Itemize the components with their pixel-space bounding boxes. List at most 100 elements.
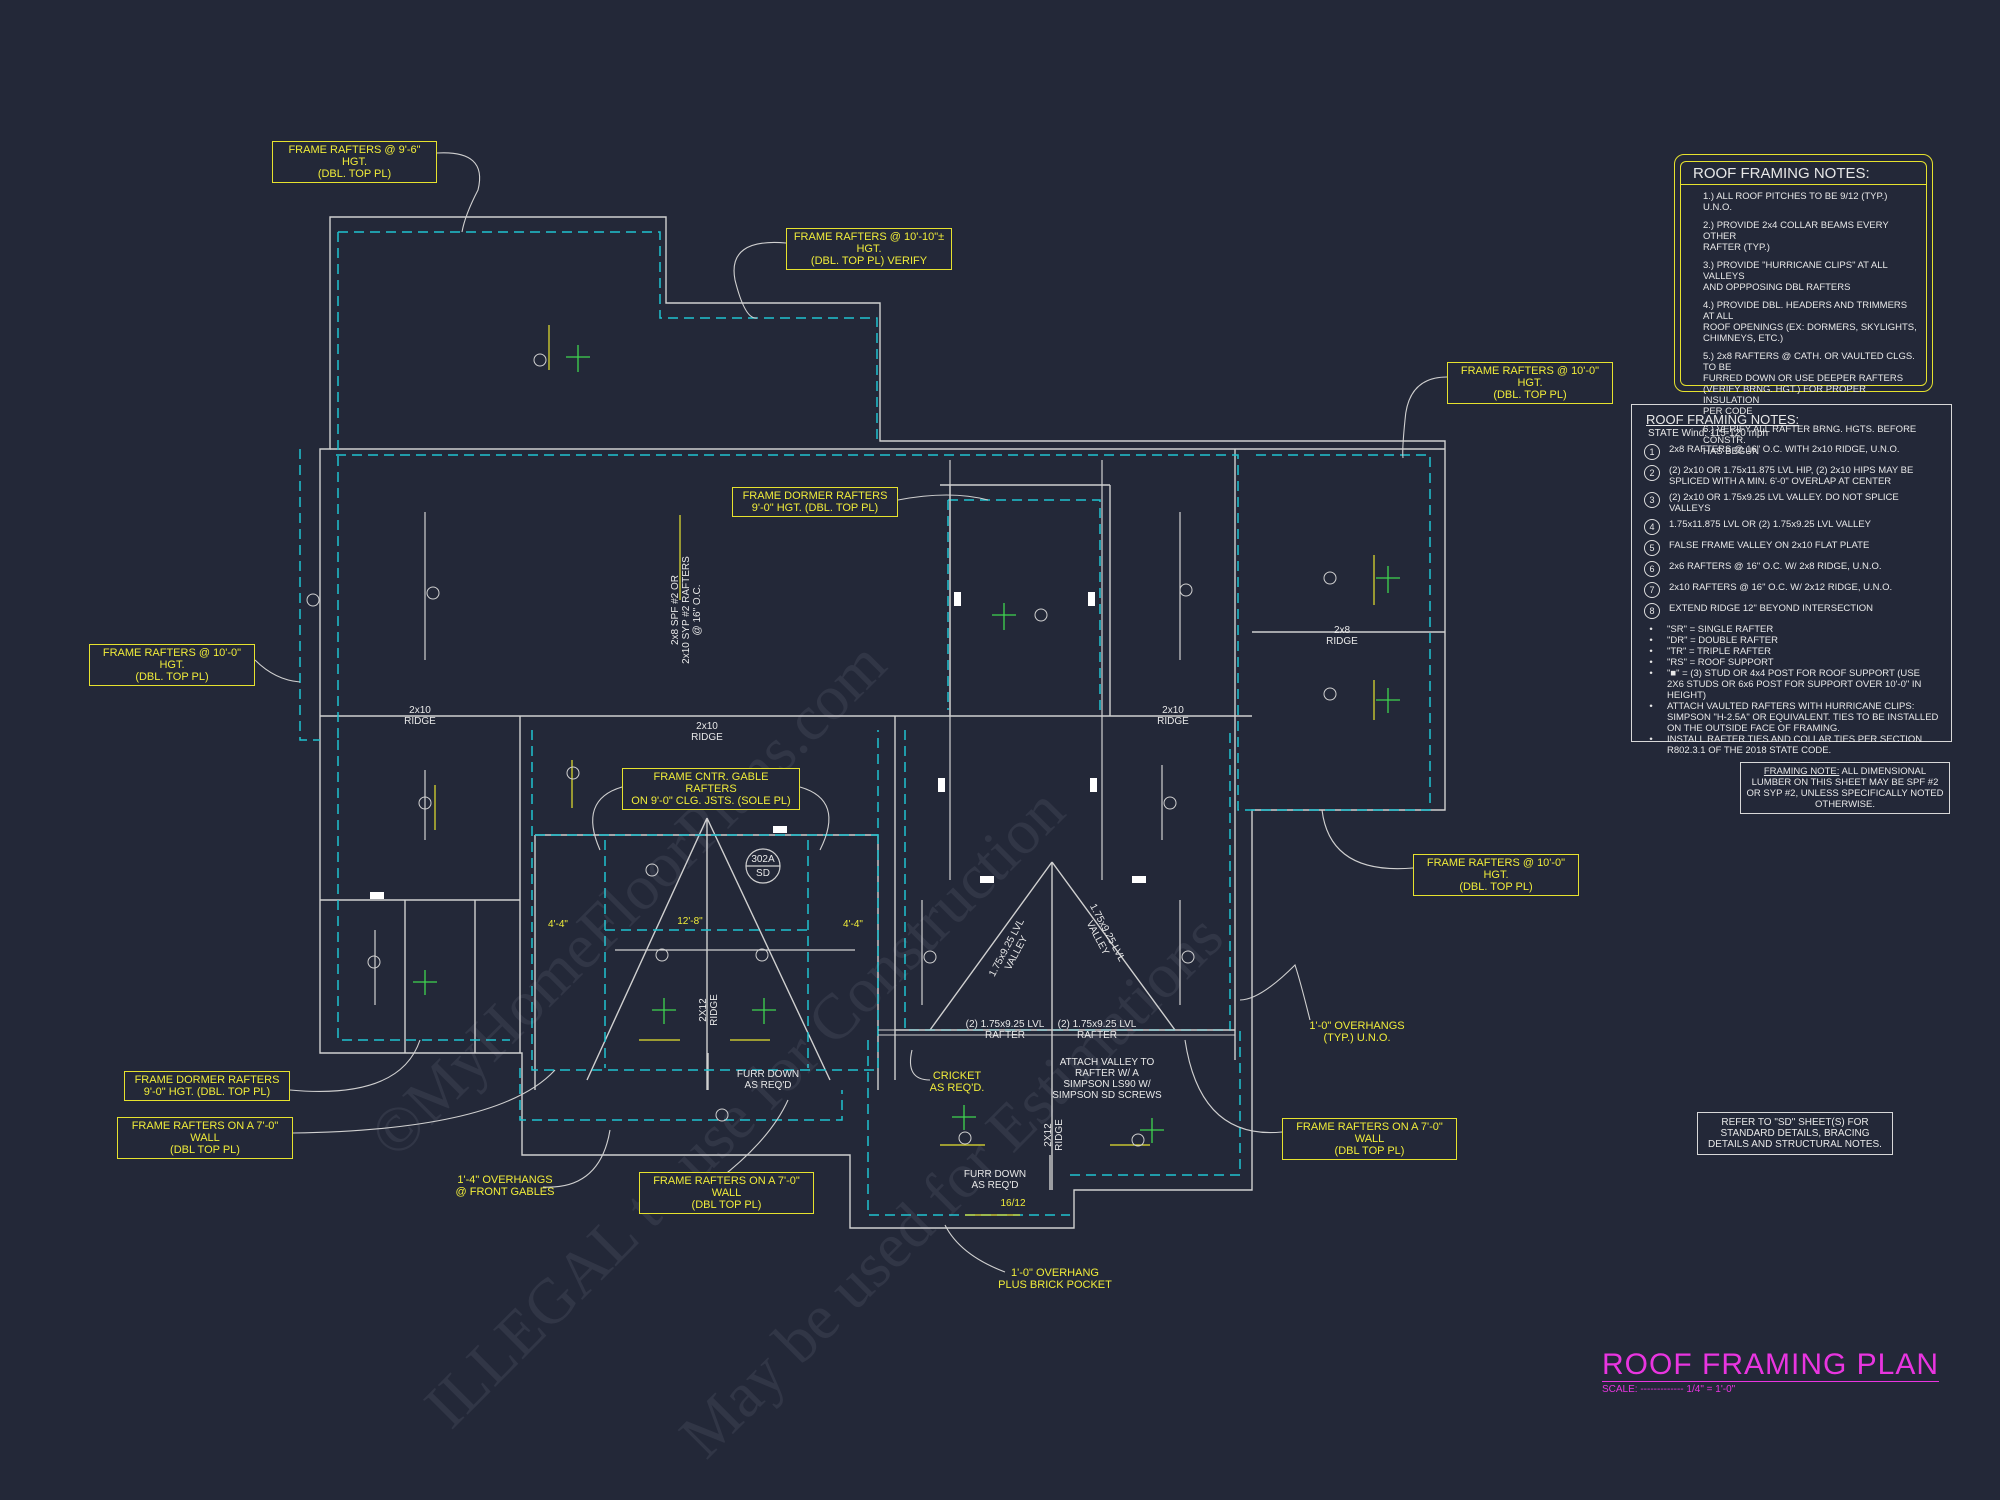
leader-line (542, 1129, 611, 1188)
bullet-icon: • (1649, 635, 1653, 646)
rafter-type-marker (306, 593, 320, 607)
callout-rafters-10-10: FRAME RAFTERS @ 10'-10"± HGT. (DBL. TOP … (786, 228, 952, 270)
leader-line (254, 659, 301, 683)
rafter-type-marker (367, 955, 381, 969)
callout-center-gable-rafters: FRAME CNTR. GABLE RAFTERS ON 9'-0" CLG. … (622, 768, 800, 810)
callout-7-0-wall-left: FRAME RAFTERS ON A 7'-0" WALL (DBL TOP P… (117, 1117, 293, 1159)
legend-bullet-row: •INSTALL RAFTER TIES AND COLLAR TIES PER… (1632, 734, 1951, 756)
rafter-arrow (374, 512, 1181, 1005)
post-marker (980, 876, 994, 883)
eave-line (904, 730, 1231, 1031)
post-marker (1090, 778, 1097, 792)
detail-tag (745, 848, 781, 884)
dimension-4-4-left: 4'-4" (548, 919, 568, 930)
overhangs-front-gables-note: 1'-4" OVERHANGS @ FRONT GABLES (455, 1174, 555, 1198)
callout-7-0-wall-right: FRAME RAFTERS ON A 7'-0" WALL (DBL TOP P… (1282, 1118, 1457, 1160)
bullet-icon: • (1649, 668, 1653, 679)
leader-line (1184, 1039, 1283, 1134)
rafter-type-marker (1323, 687, 1337, 701)
detail-tag-top: 302A (751, 854, 775, 865)
callout-rafters-9-6: FRAME RAFTERS @ 9'-6" HGT. (DBL. TOP PL) (272, 141, 437, 183)
post-marker (938, 778, 945, 792)
legend-number: 1 (1644, 444, 1660, 460)
legend-bullet-text: "RS" = ROOF SUPPORT (1667, 657, 1774, 668)
legend-bullet-row: •ATTACH VAULTED RAFTERS WITH HURRICANE C… (1632, 701, 1951, 734)
legend-text: EXTEND RIDGE 12" BEYOND INTERSECTION (1669, 603, 1873, 614)
legend-number: 6 (1644, 561, 1660, 577)
callout-7-0-wall-center: FRAME RAFTERS ON A 7'-0" WALL (DBL TOP P… (639, 1172, 814, 1214)
pitch-16-12: 16/12 (1000, 1198, 1026, 1209)
dimension-4-4-right: 4'-4" (843, 919, 863, 930)
legend-bullet-text: "DR" = DOUBLE RAFTER (1667, 635, 1778, 646)
detail-tag-bottom: SD (756, 868, 770, 879)
eave-line (299, 449, 320, 741)
legend-text: 2x6 RAFTERS @ 16" O.C. W/ 2x8 RIDGE, U.N… (1669, 561, 1882, 572)
leader-line (1239, 963, 1311, 1021)
callout-dormer-rafters-bottom: FRAME DORMER RAFTERS 9'-0" HGT. (DBL. TO… (124, 1071, 290, 1101)
post-marker (370, 892, 384, 899)
legend-number: 4 (1644, 519, 1660, 535)
rafter-type-marker (426, 586, 440, 600)
interior-wall-lines (320, 448, 1445, 1190)
center-rafter-spec: 2x8 SPF #2 OR 2x10 SYP #2 RAFTERS @ 16" … (670, 556, 703, 664)
post-marker (773, 826, 787, 833)
leader-line (436, 152, 481, 233)
legend-number: 7 (1644, 582, 1660, 598)
leader-line (592, 786, 623, 851)
leader-line (733, 241, 787, 319)
leader-line (1321, 809, 1414, 870)
general-note-item: 6.) VERIFY ALL RAFTER BRNG. HGTS. BEFORE… (1703, 424, 1917, 457)
lower-gable (929, 861, 1176, 1190)
bullet-icon: • (1649, 624, 1653, 635)
roof-framing-notes-panel-legend: ROOF FRAMING NOTES: STATE Wind: 115-120 … (1631, 404, 1952, 756)
leader-line (292, 1069, 556, 1134)
legend-bullet-row: • "DR" = DOUBLE RAFTER (1632, 635, 1951, 646)
furr-down-note-lower: FURR DOWN AS REQ'D (963, 1169, 1027, 1191)
leader-line (289, 1039, 421, 1092)
leader-line (909, 1049, 931, 1081)
framing-note-label: FRAMING NOTE: (1763, 766, 1840, 777)
general-note-item: 3.) PROVIDE "HURRICANE CLIPS" AT ALL VAL… (1703, 260, 1888, 293)
legend-text: 1.75x11.875 LVL OR (2) 1.75x9.25 LVL VAL… (1669, 519, 1871, 530)
furr-down-note-upper: FURR DOWN AS REQ'D (736, 1069, 800, 1091)
rafter-type-marker (923, 950, 937, 964)
rafter-type-marker (533, 353, 547, 367)
legend-heading: ROOF FRAMING NOTES: (1646, 412, 1800, 427)
eave-line (336, 454, 1431, 811)
callout-rafters-10-0-right: FRAME RAFTERS @ 10'-0" HGT. (DBL. TOP PL… (1447, 362, 1613, 404)
rafter-type-marker (418, 796, 432, 810)
eave-line (947, 499, 1101, 710)
general-note-item: 5.) 2x8 RAFTERS @ CATH. OR VAULTED CLGS.… (1703, 351, 1915, 417)
refer-sd-sheets-note: REFER TO "SD" SHEET(S) FOR STANDARD DETA… (1697, 1112, 1893, 1155)
valley-rafter-right: (2) 1.75x9.25 LVL RAFTER (1057, 1019, 1137, 1041)
leader-line (1402, 376, 1448, 459)
legend-row: 3(2) 2x10 OR 1.75x9.25 LVL VALLEY. DO NO… (1632, 492, 1951, 514)
pitch-arrow (434, 325, 1375, 1216)
valley-beam (878, 1029, 1235, 1036)
legend-bullet-text: "TR" = TRIPLE RAFTER (1667, 646, 1771, 657)
legend-bullet-text: ATTACH VAULTED RAFTERS WITH HURRICANE CL… (1667, 701, 1939, 734)
leader-line (944, 1224, 1006, 1273)
leader-line (717, 1099, 789, 1181)
drawing-scale: SCALE: ------------- 1/4" = 1'-0" (1602, 1384, 1736, 1395)
legend-row: 6 2x6 RAFTERS @ 16" O.C. W/ 2x8 RIDGE, U.… (1632, 561, 1951, 577)
wind-speed-note: STATE Wind: 115-120 mph (1648, 428, 1769, 439)
notes-panel-inner-frame: ROOF FRAMING NOTES: 1.) ALL ROOF PITCHES… (1680, 161, 1927, 457)
center-gable (586, 817, 831, 1090)
legend-text: FALSE FRAME VALLEY ON 2x10 FLAT PLATE (1669, 540, 1870, 551)
legend-bullet-text: INSTALL RAFTER TIES AND COLLAR TIES PER … (1667, 734, 1923, 756)
legend-text: (2) 2x10 OR 1.75x11.875 LVL HIP, (2) 2x1… (1669, 465, 1914, 487)
valley-rafter-left: (2) 1.75x9.25 LVL RAFTER (965, 1019, 1045, 1041)
rafter-type-marker (1323, 571, 1337, 585)
post-marker (1132, 876, 1146, 883)
rafter-type-marker (566, 766, 580, 780)
callout-rafters-10-0-left: FRAME RAFTERS @ 10'-0" HGT. (DBL. TOP PL… (89, 644, 255, 686)
ridge-label-left: 2x10 RIDGE (404, 705, 436, 727)
rafter-type-marker (1163, 796, 1177, 810)
legend-number: 3 (1644, 492, 1660, 508)
bullet-icon: • (1649, 657, 1653, 668)
legend-bullet-row: •"■" = (3) STUD OR 4x4 POST FOR ROOF SUP… (1632, 668, 1951, 701)
leader-line (897, 494, 989, 501)
